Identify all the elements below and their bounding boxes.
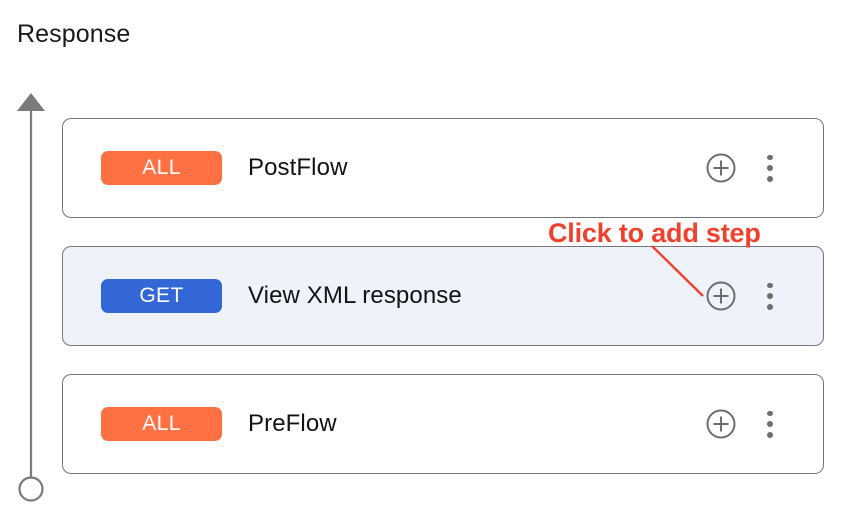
kebab-menu-icon [767, 175, 773, 182]
plus-circle-icon [706, 409, 736, 439]
more-options-button[interactable] [757, 408, 783, 440]
kebab-menu-icon [767, 154, 773, 161]
flow-row-list: ALL PostFlow GET View [62, 118, 824, 502]
kebab-menu-icon [767, 165, 773, 171]
annotation-click-to-add-step: Click to add step [548, 218, 761, 248]
flow-row-label: PreFlow [248, 410, 337, 437]
flow-row-label: PostFlow [248, 154, 348, 181]
plus-circle-icon [706, 153, 736, 183]
method-badge-all: ALL [101, 151, 222, 185]
more-options-button[interactable] [757, 152, 783, 184]
table-row[interactable]: ALL PostFlow [62, 118, 824, 218]
add-step-button[interactable] [705, 152, 737, 184]
flow-row-label: View XML response [248, 282, 462, 309]
page-title: Response [17, 20, 131, 48]
table-row[interactable]: ALL PreFlow [62, 374, 824, 474]
row-actions [705, 152, 783, 184]
plus-circle-icon [706, 281, 736, 311]
add-step-button[interactable] [705, 408, 737, 440]
row-actions [705, 280, 783, 312]
table-row[interactable]: GET View XML response [62, 246, 824, 346]
kebab-menu-icon [767, 303, 773, 310]
flow-direction-arrow [17, 93, 45, 502]
method-badge-all: ALL [101, 407, 222, 441]
more-options-button[interactable] [757, 280, 783, 312]
kebab-menu-icon [767, 431, 773, 438]
kebab-menu-icon [767, 293, 773, 299]
add-step-button[interactable] [705, 280, 737, 312]
row-actions [705, 408, 783, 440]
kebab-menu-icon [767, 410, 773, 417]
method-badge-get: GET [101, 279, 222, 313]
kebab-menu-icon [767, 282, 773, 289]
kebab-menu-icon [767, 421, 773, 427]
